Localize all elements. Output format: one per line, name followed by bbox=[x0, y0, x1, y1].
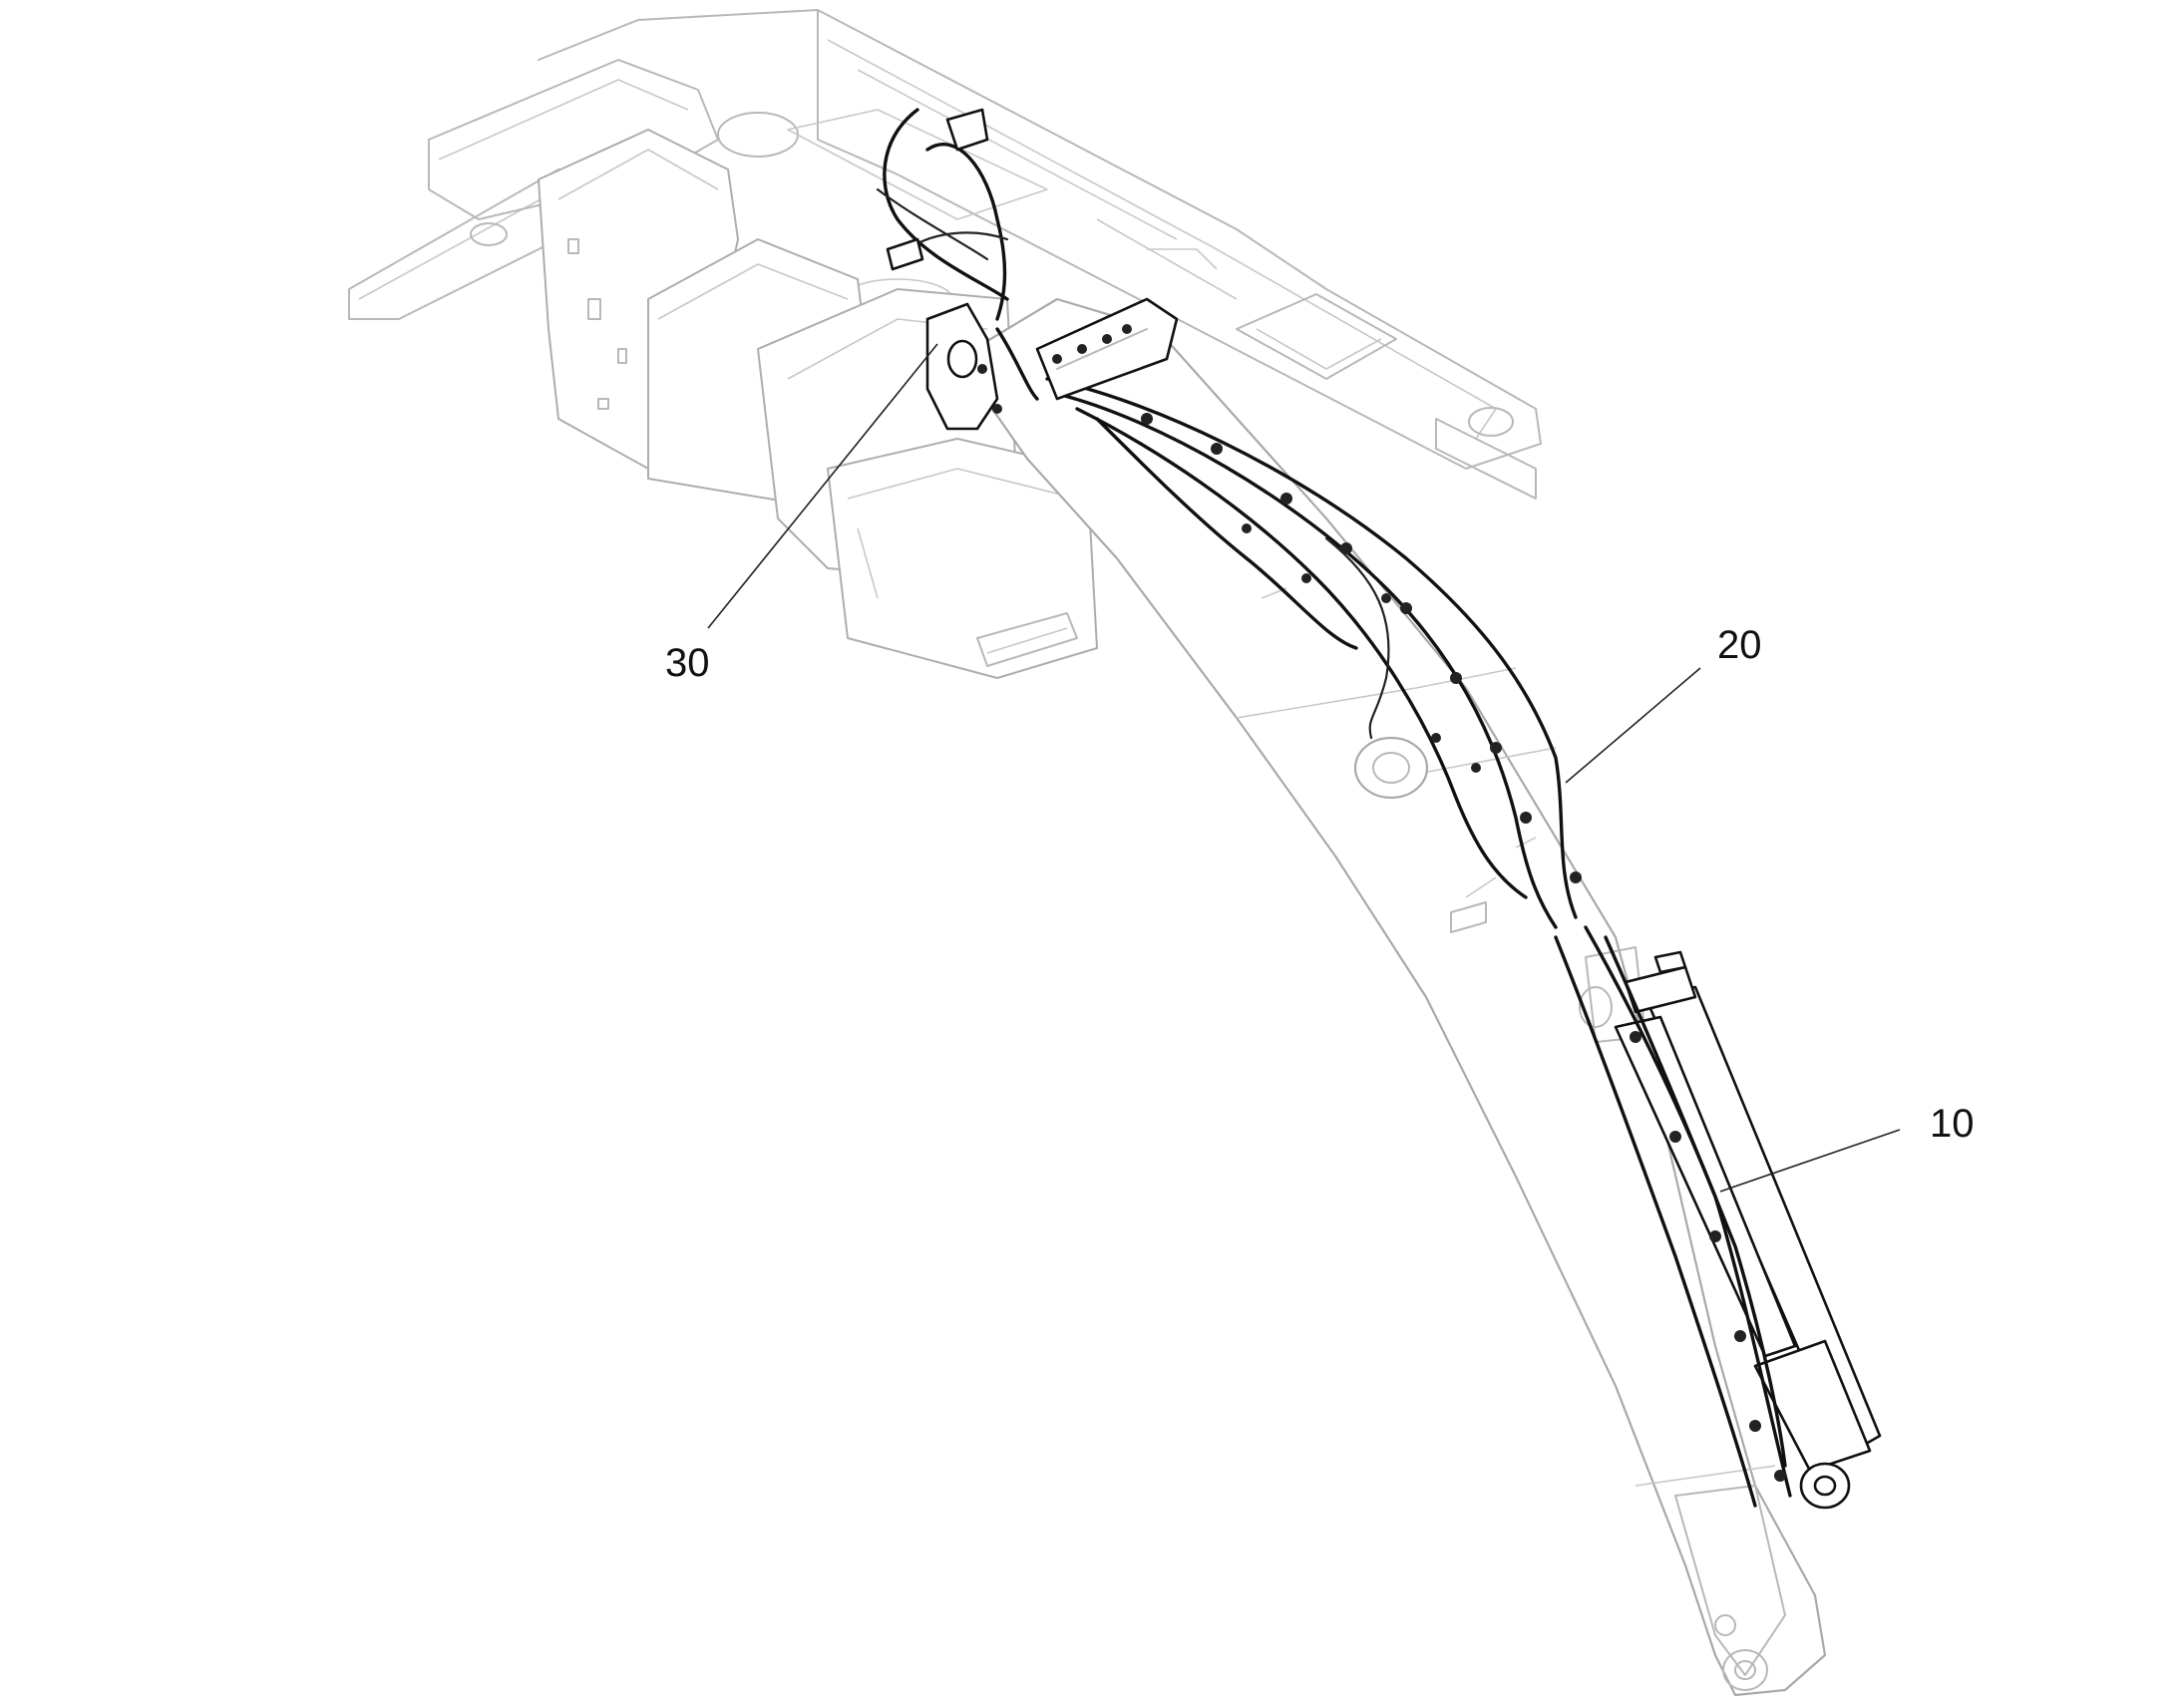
leader-30 bbox=[707, 343, 938, 629]
callout-10-label: 10 bbox=[1930, 1102, 1975, 1146]
boom bbox=[955, 297, 1827, 1697]
callout-30-label: 30 bbox=[665, 641, 710, 685]
leader-20 bbox=[1565, 667, 1701, 784]
boom-wire-harness bbox=[1045, 377, 1792, 1508]
leader-lines bbox=[707, 343, 1901, 1193]
boom-cylinder bbox=[1614, 950, 1882, 1510]
leader-10 bbox=[1719, 1129, 1901, 1193]
front-harness-bracket bbox=[876, 108, 1179, 431]
callout-20-label: 20 bbox=[1717, 623, 1762, 667]
